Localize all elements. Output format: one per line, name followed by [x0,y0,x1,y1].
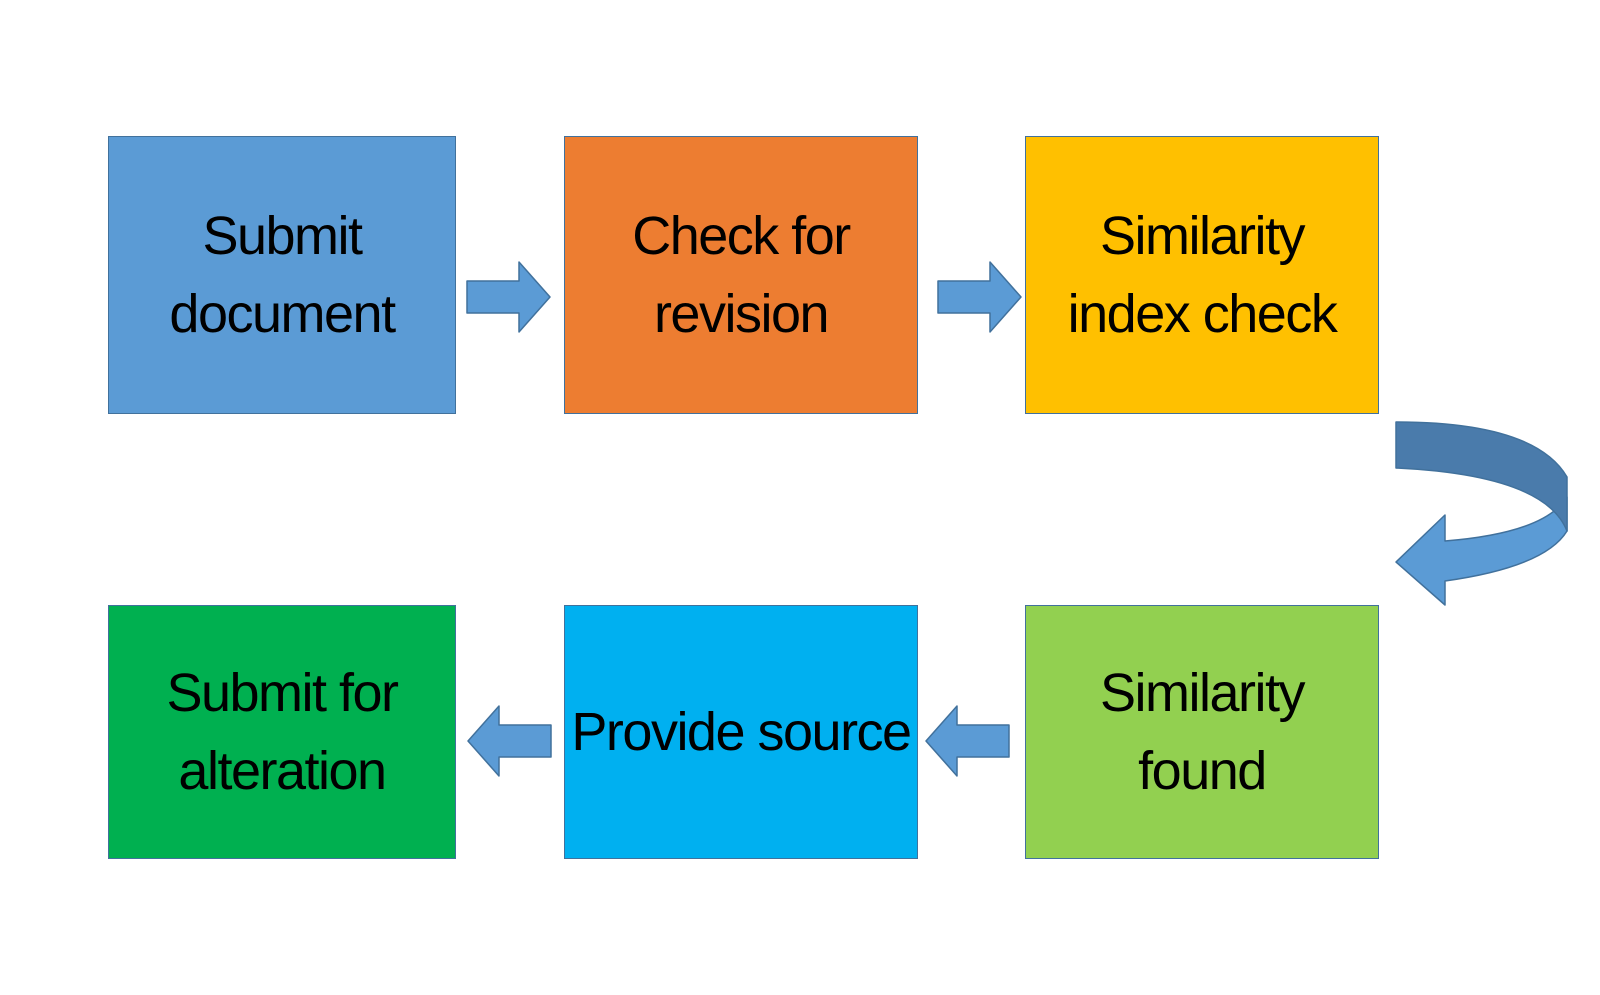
arrow-left-icon [467,705,552,777]
step-label: Similarity found [1099,663,1306,801]
arrow-right-icon [937,261,1022,333]
arrow-left-icon [925,705,1010,777]
step-similarity-found: Similarity found [1025,605,1379,859]
step-submit-for-alteration: Submit for alteration [108,605,456,859]
step-label: Submit for alteration [166,663,399,801]
step-label: Provide source [571,702,912,762]
step-label: Similarity index check [1067,206,1338,344]
curved-arrow-icon [1395,421,1568,606]
step-label: Check for revision [632,206,851,344]
step-similarity-index-check: Similarity index check [1025,136,1379,414]
step-provide-source: Provide source [564,605,918,859]
step-label: Submit document [169,206,396,344]
step-check-for-revision: Check for revision [564,136,918,414]
arrow-right-icon [466,261,551,333]
step-submit-document: Submit document [108,136,456,414]
